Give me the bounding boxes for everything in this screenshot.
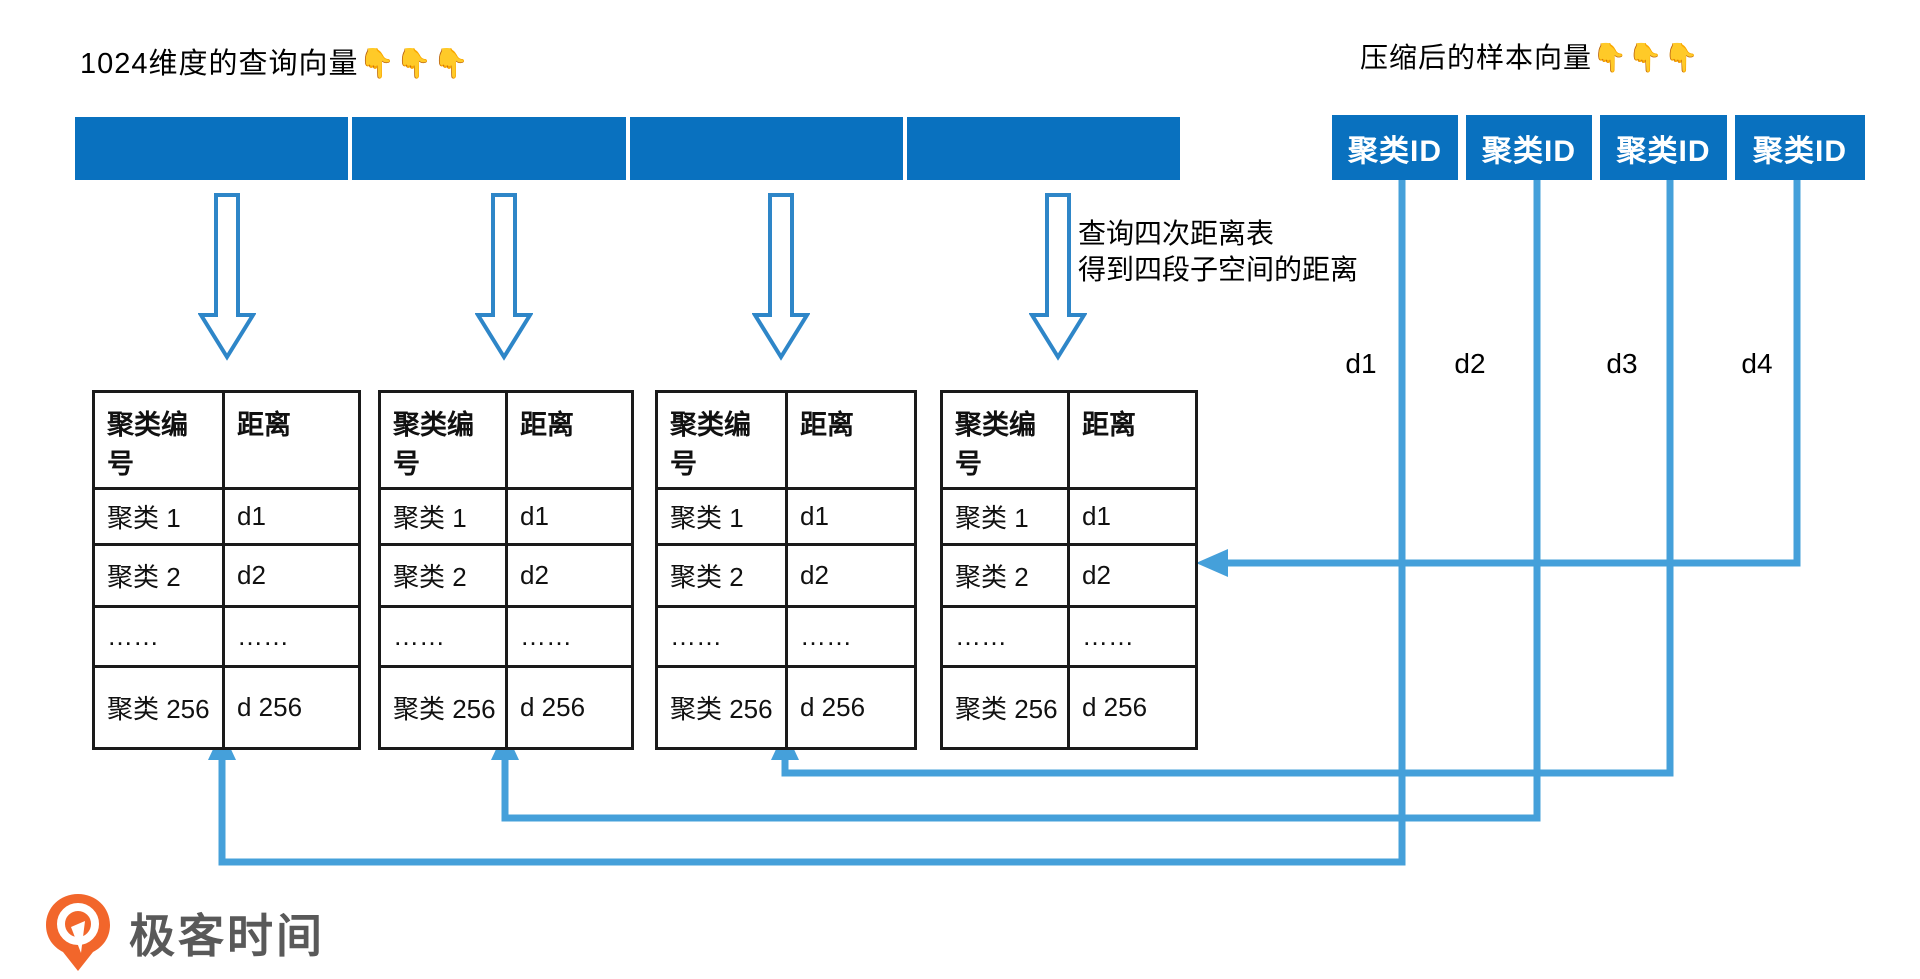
table2-cell: …… [378,605,508,668]
table2-header-cluster: 聚类编号 [378,390,508,490]
distance-label-d3: d3 [1606,348,1638,379]
table4-cell: 聚类 1 [940,487,1070,546]
connector-cell1-to-table1 [218,180,1406,866]
table2-header-distance: 距离 [505,390,634,490]
cluster-id-cell-3: 聚类ID [1600,115,1727,180]
geektime-logo-text: 极客时间 [129,910,325,962]
lookup-annotation-line2: 得到四段子空间的距离 [1078,254,1359,285]
down-arrow-1-icon [198,193,256,361]
table4-header-cluster: 聚类编号 [940,390,1070,490]
table3-cell: d1 [785,487,917,546]
table3-header-cluster: 聚类编号 [655,390,788,490]
table4-cell: …… [1067,605,1198,668]
query-vector-segment-4 [906,117,1180,180]
distance-table-4: 聚类编号 距离 聚类 1 d1 聚类 2 d2 …… …… 聚类 256 d 2… [940,390,1198,750]
table-row: …… …… [655,605,917,668]
table-row: …… …… [378,605,634,668]
table-row: 聚类 1 d1 [92,487,361,546]
table3-cell: 聚类 256 [655,665,788,750]
distance-label-d2: d2 [1454,348,1486,379]
table4-cell: d 256 [1067,665,1198,750]
table-row: 聚类 2 d2 [92,543,361,608]
table2-cell: 聚类 1 [378,487,508,546]
table-row: 聚类 1 d1 [940,487,1198,546]
cluster-id-cell-4: 聚类ID [1735,115,1865,180]
table1-cell: d2 [222,543,361,608]
distance-table-2: 聚类编号 距离 聚类 1 d1 聚类 2 d2 …… …… 聚类 256 d 2… [378,390,634,750]
down-arrow-2-icon [475,193,533,361]
table4-cell: d2 [1067,543,1198,608]
table-row: 聚类 256 d 256 [655,665,917,750]
table-row: 聚类 1 d1 [655,487,917,546]
connector-cell2-to-table2 [501,180,1541,822]
table3-cell: d2 [785,543,917,608]
table-row: 聚类 256 d 256 [940,665,1198,750]
table3-cell: 聚类 1 [655,487,788,546]
table4-cell: 聚类 2 [940,543,1070,608]
table3-header-distance: 距离 [785,390,917,490]
connector-cell4-to-table4 [1224,180,1801,567]
geektime-logo-icon [46,894,110,971]
table1-header-cluster: 聚类编号 [92,390,225,490]
query-vector-bar [75,117,1180,180]
table2-cell: d2 [505,543,634,608]
query-vector-segment-1 [75,117,349,180]
table4-cell: …… [940,605,1070,668]
table2-cell: …… [505,605,634,668]
table3-cell: 聚类 2 [655,543,788,608]
table1-header-distance: 距离 [222,390,361,490]
table-row: 聚类 256 d 256 [92,665,361,750]
table2-cell: 聚类 256 [378,665,508,750]
table-row: 聚类 2 d2 [378,543,634,608]
table1-cell: 聚类 256 [92,665,225,750]
cluster-id-cell-2: 聚类ID [1466,115,1592,180]
table1-cell: 聚类 2 [92,543,225,608]
distance-table-1: 聚类编号 距离 聚类 1 d1 聚类 2 d2 …… …… 聚类 256 d 2… [92,390,361,750]
down-arrow-3-icon [752,193,810,361]
cluster-id-cell-1: 聚类ID [1332,115,1458,180]
table2-cell: d1 [505,487,634,546]
table-row: 聚类 1 d1 [378,487,634,546]
connector-arrowhead-table4 [1196,549,1228,577]
table1-cell: d 256 [222,665,361,750]
table4-header-distance: 距离 [1067,390,1198,490]
compressed-sample-title: 压缩后的样本向量👇👇👇 [1360,42,1700,73]
lookup-annotation-line1: 查询四次距离表 [1078,218,1275,249]
distance-label-d4: d4 [1741,348,1773,379]
table-row: …… …… [940,605,1198,668]
table-row: 聚类 2 d2 [940,543,1198,608]
table-row: 聚类 256 d 256 [378,665,634,750]
table1-cell: d1 [222,487,361,546]
table2-cell: d 256 [505,665,634,750]
table1-cell: …… [222,605,361,668]
table-row: 聚类 2 d2 [655,543,917,608]
distance-table-3: 聚类编号 距离 聚类 1 d1 聚类 2 d2 …… …… 聚类 256 d 2… [655,390,917,750]
table4-cell: d1 [1067,487,1198,546]
table3-cell: …… [655,605,788,668]
query-vector-segment-3 [629,117,903,180]
down-arrow-4-icon [1029,193,1087,361]
table2-cell: 聚类 2 [378,543,508,608]
lookup-annotation: 查询四次距离表 得到四段子空间的距离 [1078,216,1358,288]
table3-cell: …… [785,605,917,668]
query-vector-title: 1024维度的查询向量👇👇👇 [80,48,470,80]
table4-cell: 聚类 256 [940,665,1070,750]
table1-cell: …… [92,605,225,668]
distance-label-d1: d1 [1345,348,1377,379]
geektime-logo: 极客时间 [45,893,325,973]
table-row: …… …… [92,605,361,668]
query-vector-segment-2 [352,117,626,180]
table1-cell: 聚类 1 [92,487,225,546]
table3-cell: d 256 [785,665,917,750]
